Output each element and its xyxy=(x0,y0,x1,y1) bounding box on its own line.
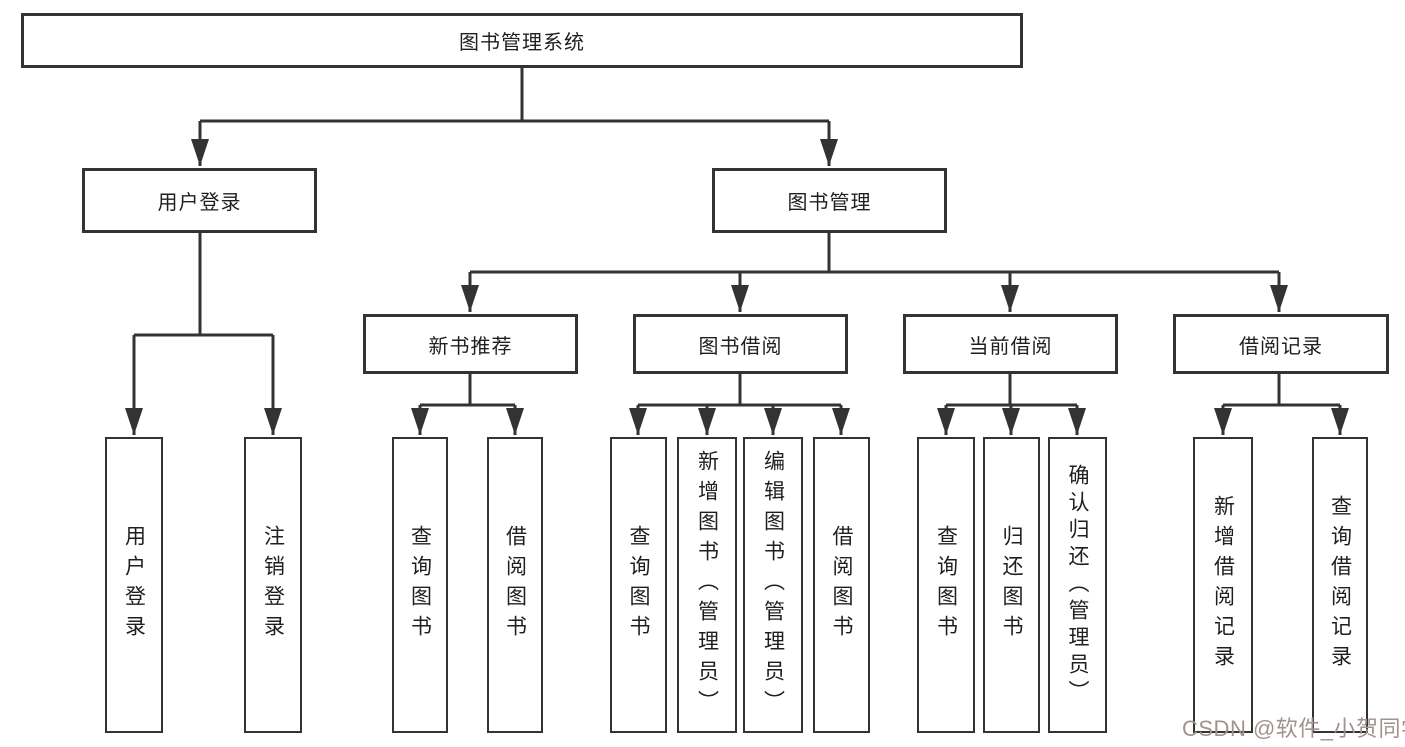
leaf-label: 借阅图书 xyxy=(503,525,527,645)
node-borrow-records-label: 借阅记录 xyxy=(1239,335,1323,358)
leaf-logout: 注销登录 xyxy=(244,437,302,733)
leaf-label: 用户登录 xyxy=(122,525,146,645)
node-book-borrow: 图书借阅 xyxy=(633,314,848,374)
leaf-edit-books-admin: 编辑图书（管理员） xyxy=(743,437,803,733)
csdn-watermark: CSDN @软件_小贺同学 xyxy=(1182,716,1405,741)
leaf-label: 确认归还（管理员） xyxy=(1066,463,1089,707)
node-root: 图书管理系统 xyxy=(21,13,1023,68)
leaf-label: 借阅图书 xyxy=(830,525,853,645)
node-new-books: 新书推荐 xyxy=(363,314,578,374)
leaf-label: 归还图书 xyxy=(1000,525,1023,645)
node-book-mgmt: 图书管理 xyxy=(712,168,947,233)
leaf-user-login: 用户登录 xyxy=(105,437,163,733)
leaf-add-books-admin: 新增图书（管理员） xyxy=(677,437,737,733)
leaf-query-books: 查询图书 xyxy=(392,437,448,733)
leaf-confirm-return-admin: 确认归还（管理员） xyxy=(1048,437,1107,733)
leaf-return-books: 归还图书 xyxy=(983,437,1040,733)
leaf-borrow-books: 借阅图书 xyxy=(813,437,870,733)
leaf-label: 新增借阅记录 xyxy=(1211,495,1235,675)
node-user-login-label: 用户登录 xyxy=(157,192,242,214)
leaf-label: 查询图书 xyxy=(408,525,432,645)
leaf-query-books: 查询图书 xyxy=(917,437,975,733)
node-new-books-label: 新书推荐 xyxy=(428,335,513,358)
node-current-borrow-label: 当前借阅 xyxy=(968,335,1053,358)
leaf-label: 查询借阅记录 xyxy=(1328,495,1352,675)
node-current-borrow: 当前借阅 xyxy=(903,314,1118,374)
node-book-borrow-label: 图书借阅 xyxy=(698,335,783,358)
leaf-label: 新增图书（管理员） xyxy=(695,450,719,720)
connector-rails xyxy=(134,68,1340,407)
node-borrow-records: 借阅记录 xyxy=(1173,314,1389,374)
leaf-label: 查询图书 xyxy=(627,525,650,645)
leaf-add-borrow-record: 新增借阅记录 xyxy=(1193,437,1253,733)
node-book-mgmt-label: 图书管理 xyxy=(787,192,872,214)
leaf-query-books: 查询图书 xyxy=(610,437,667,733)
leaf-label: 编辑图书（管理员） xyxy=(761,450,785,720)
leaf-query-borrow-record: 查询借阅记录 xyxy=(1312,437,1368,733)
node-user-login: 用户登录 xyxy=(82,168,317,233)
leaf-label: 查询图书 xyxy=(934,525,958,645)
leaf-label: 注销登录 xyxy=(261,525,285,645)
node-root-label: 图书管理系统 xyxy=(459,32,585,54)
leaf-borrow-books: 借阅图书 xyxy=(487,437,543,733)
